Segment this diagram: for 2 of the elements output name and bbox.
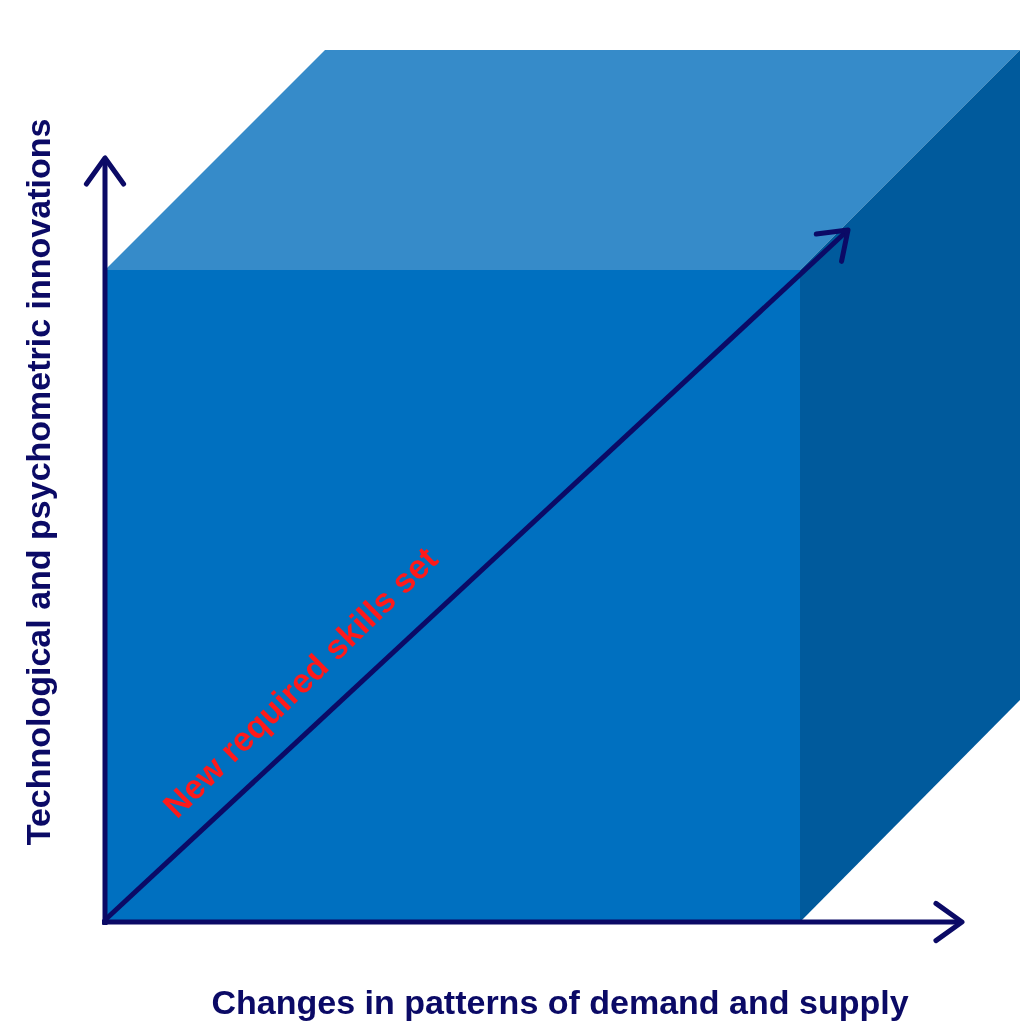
axis-label: Changes in patterns of demand and supply	[211, 985, 909, 1019]
axis-label: Technological and psychometric innovations	[21, 118, 55, 846]
